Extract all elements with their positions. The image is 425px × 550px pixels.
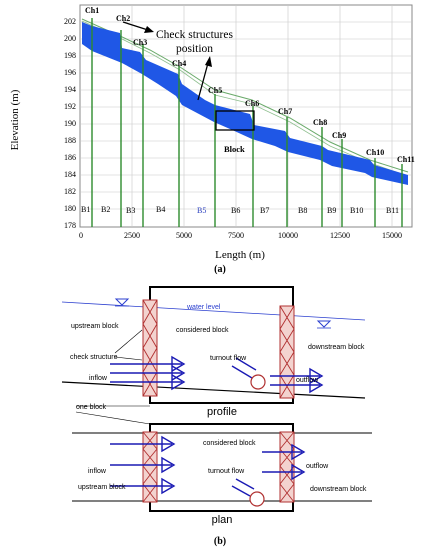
caption-b: (b): [214, 536, 226, 547]
channel-bed: [61, 381, 366, 399]
plan-label-downstream-block: downstream block: [310, 486, 367, 493]
plan-title: plan: [212, 514, 233, 526]
check-label-ch1: Ch1: [85, 6, 99, 15]
y-tick-label: 184: [64, 170, 76, 179]
label-upstream-block: upstream block: [71, 323, 119, 330]
y-tick-label: 194: [64, 85, 76, 94]
chart-panel: Ch1 Ch2 Ch3 Ch4 Ch5 Ch6 Ch7 Ch8 Ch9 Ch10…: [9, 4, 415, 275]
plan-outflow-arrows: [262, 443, 306, 481]
label-considered-block: considered block: [176, 327, 229, 334]
y-tick-label: 198: [64, 51, 76, 60]
label-check-structure: check structure: [70, 354, 118, 361]
label-downstream-block: downstream block: [308, 344, 365, 351]
plan-label-outflow: outflow: [306, 463, 329, 470]
block-highlight: [215, 110, 255, 131]
y-tick-label: 182: [64, 187, 76, 196]
x-tick-label: 0: [79, 231, 83, 240]
plan-check-structure-downstream: [279, 431, 295, 503]
y-tick-label: 190: [64, 119, 76, 128]
check-label-ch10: Ch10: [366, 148, 384, 157]
y-tick-labels: 202 200 198 196 194 192 190 188 186 184 …: [64, 17, 76, 230]
annotation-arrows: [122, 21, 212, 101]
turnout-arrows: [231, 357, 257, 379]
inflow-arrows: [110, 355, 186, 391]
check-structure-downstream: [279, 305, 295, 399]
check-label-ch4: Ch4: [172, 59, 186, 68]
check-label-ch8: Ch8: [313, 118, 327, 127]
y-tick-label: 202: [64, 17, 76, 26]
x-tick-label: 15000: [382, 231, 402, 240]
profile-labels: water level upstream block considered bl…: [70, 304, 365, 411]
water-level-marker: [114, 298, 130, 306]
y-tick-label: 180: [64, 204, 76, 213]
check-label-ch11: Ch11: [397, 155, 415, 164]
caption-a: (a): [214, 264, 226, 275]
block-label-b9: B9: [327, 206, 336, 215]
x-tick-label: 5000: [176, 231, 192, 240]
block-labels: B1 B2 B3 B4 B5 B6 B7 B8 B9 B10 B11: [81, 205, 399, 215]
block-label-b7: B7: [260, 206, 269, 215]
y-tick-label: 200: [64, 34, 76, 43]
plan-turnout-arrows: [231, 478, 255, 497]
profile-diagram: water level upstream block considered bl…: [61, 286, 366, 425]
check-label-ch9: Ch9: [332, 131, 346, 140]
plan-label-inflow: inflow: [88, 468, 107, 475]
check-label-ch6: Ch6: [245, 99, 259, 108]
water-level-marker-downstream: [316, 320, 332, 328]
annotation-position: position: [176, 43, 213, 55]
x-tick-label: 2500: [124, 231, 140, 240]
x-tick-label: 7500: [228, 231, 244, 240]
check-structure-lines: [91, 18, 403, 227]
block-label-b10: B10: [350, 206, 363, 215]
grid: [80, 5, 412, 227]
annotation-check-structures: Check structures: [156, 29, 233, 41]
x-tick-label: 10000: [278, 231, 298, 240]
check-label-ch7: Ch7: [278, 107, 292, 116]
plan-inflow-arrows: [110, 435, 176, 495]
outflow-arrows: [270, 367, 324, 394]
bed-line: [81, 18, 409, 173]
y-tick-label: 192: [64, 102, 76, 111]
block-label-b8: B8: [298, 206, 307, 215]
plan-labels: considered block inflow outflow turnout …: [78, 440, 367, 493]
block-label-b2: B2: [101, 205, 110, 214]
label-water-level: water level: [186, 304, 221, 311]
plan-label-turnout-flow: turnout flow: [208, 468, 245, 475]
label-turnout-flow: turnout flow: [210, 355, 247, 362]
y-axis-label: Elevation (m): [9, 89, 21, 150]
plan-turnout-gate: [249, 491, 265, 507]
plan-label-considered-block: considered block: [203, 440, 256, 447]
y-tick-label: 188: [64, 136, 76, 145]
annotation-block: Block: [224, 144, 245, 154]
schematic-panel: water level upstream block considered bl…: [61, 286, 372, 547]
block-label-b6: B6: [231, 206, 240, 215]
plan-check-structure-upstream: [142, 431, 158, 503]
label-one-block: one block: [76, 404, 106, 411]
x-tick-label: 12500: [330, 231, 350, 240]
plan-diagram: considered block inflow outflow turnout …: [72, 423, 372, 526]
check-label-ch2: Ch2: [116, 14, 130, 23]
check-label-ch3: Ch3: [133, 38, 147, 47]
profile-title: profile: [207, 406, 237, 418]
x-tick-labels: 0 2500 5000 7500 10000 12500 15000: [79, 231, 402, 240]
block-label-b3: B3: [126, 206, 135, 215]
x-axis-label: Length (m): [215, 249, 265, 261]
block-label-b5: B5: [197, 206, 206, 215]
y-tick-label: 186: [64, 153, 76, 162]
label-outflow: outflow: [296, 377, 319, 384]
plan-label-upstream-block: upstream block: [78, 484, 126, 491]
block-label-b1: B1: [81, 205, 90, 214]
block-label-b4: B4: [156, 205, 165, 214]
water-level-line: [61, 301, 366, 321]
check-labels: Ch1 Ch2 Ch3 Ch4 Ch5 Ch6 Ch7 Ch8 Ch9 Ch10…: [85, 6, 415, 164]
label-inflow: inflow: [89, 375, 108, 382]
block-label-b11: B11: [386, 206, 399, 215]
check-label-ch5: Ch5: [208, 86, 222, 95]
y-tick-label: 196: [64, 68, 76, 77]
y-tick-label: 178: [64, 221, 76, 230]
turnout-gate: [250, 374, 266, 390]
energy-line: [81, 20, 409, 177]
